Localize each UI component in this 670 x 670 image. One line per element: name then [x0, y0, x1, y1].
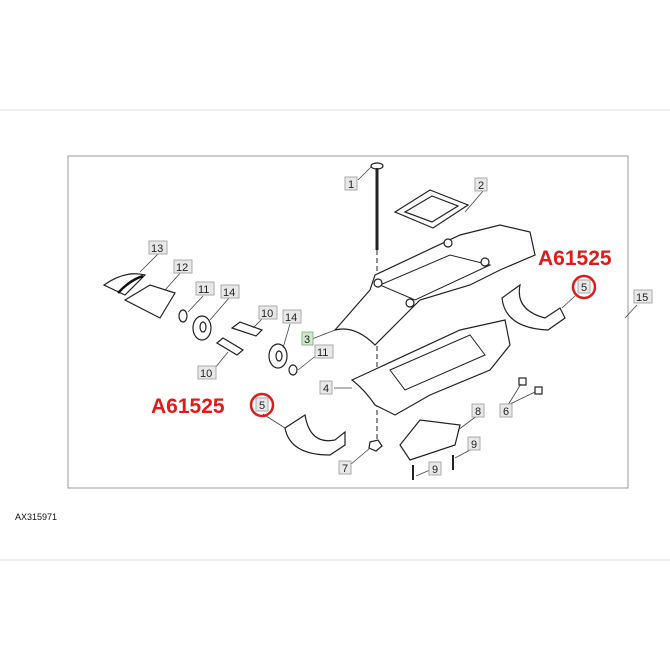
callout-14-a[interactable]: 14 — [220, 284, 240, 299]
svg-text:8: 8 — [475, 406, 481, 418]
svg-text:10: 10 — [200, 368, 212, 380]
callout-10-b[interactable]: 10 — [197, 365, 217, 380]
part-number-annotation-left: A61525 — [151, 395, 225, 418]
part-number-annotation-right: A61525 — [538, 247, 612, 270]
gasket-part-2 — [393, 189, 470, 229]
svg-text:1: 1 — [348, 179, 354, 191]
nut-part-7 — [368, 439, 383, 452]
svg-text:7: 7 — [342, 463, 348, 475]
washer-part-14 — [192, 315, 288, 369]
svg-text:11: 11 — [317, 347, 328, 359]
callout-15[interactable]: 15 — [633, 289, 653, 304]
svg-text:6: 6 — [503, 406, 509, 418]
callout-14-b[interactable]: 14 — [282, 309, 302, 324]
callout-11-a[interactable]: 11 — [195, 281, 215, 296]
bearing-shell-part-5-right — [501, 283, 566, 331]
callout-6[interactable]: 6 — [499, 403, 513, 418]
callout-5-left[interactable]: 5 — [249, 392, 275, 418]
figure-id: AX315971 — [15, 512, 57, 522]
bolt-part-1 — [370, 162, 384, 445]
svg-text:3: 3 — [304, 334, 310, 346]
pad-part-6 — [518, 377, 543, 395]
callout-7[interactable]: 7 — [338, 460, 352, 475]
lower-housing-part-4 — [350, 319, 511, 416]
svg-text:9: 9 — [471, 439, 477, 451]
svg-text:4: 4 — [323, 383, 329, 395]
svg-text:9: 9 — [432, 464, 438, 476]
svg-text:12: 12 — [176, 262, 188, 274]
callout-9-a[interactable]: 9 — [467, 436, 481, 451]
cover-part-13 — [102, 273, 147, 296]
callout-11-b[interactable]: 11 — [314, 344, 334, 359]
callout-1[interactable]: 1 — [344, 176, 358, 191]
shield-part-12 — [123, 284, 176, 319]
leader-lines — [139, 165, 638, 477]
screw-part-9 — [412, 455, 454, 480]
svg-text:11: 11 — [198, 284, 209, 296]
svg-text:14: 14 — [285, 312, 297, 324]
svg-text:14: 14 — [223, 287, 235, 299]
callout-4[interactable]: 4 — [319, 380, 333, 395]
pin-part-10 — [215, 321, 264, 356]
svg-text:10: 10 — [261, 308, 273, 320]
callout-12[interactable]: 12 — [173, 259, 193, 274]
svg-text:2: 2 — [478, 180, 484, 192]
svg-text:5: 5 — [581, 282, 587, 294]
callout-10-a[interactable]: 10 — [258, 305, 278, 320]
svg-text:13: 13 — [151, 243, 163, 255]
ring-part-11 — [178, 309, 298, 376]
callout-3[interactable]: 3 — [301, 331, 314, 346]
callout-13[interactable]: 13 — [148, 240, 168, 255]
svg-text:5: 5 — [259, 400, 265, 412]
upper-housing-part-3 — [333, 224, 536, 346]
svg-text:15: 15 — [636, 292, 648, 304]
wear-block-part-8 — [399, 419, 461, 461]
callout-9-b[interactable]: 9 — [428, 461, 442, 476]
callout-5-right[interactable]: 5 — [571, 274, 597, 300]
bearing-shell-part-5-left — [284, 413, 346, 456]
callout-8[interactable]: 8 — [471, 403, 485, 418]
callout-2[interactable]: 2 — [474, 177, 488, 192]
assembly-frame — [67, 155, 629, 489]
